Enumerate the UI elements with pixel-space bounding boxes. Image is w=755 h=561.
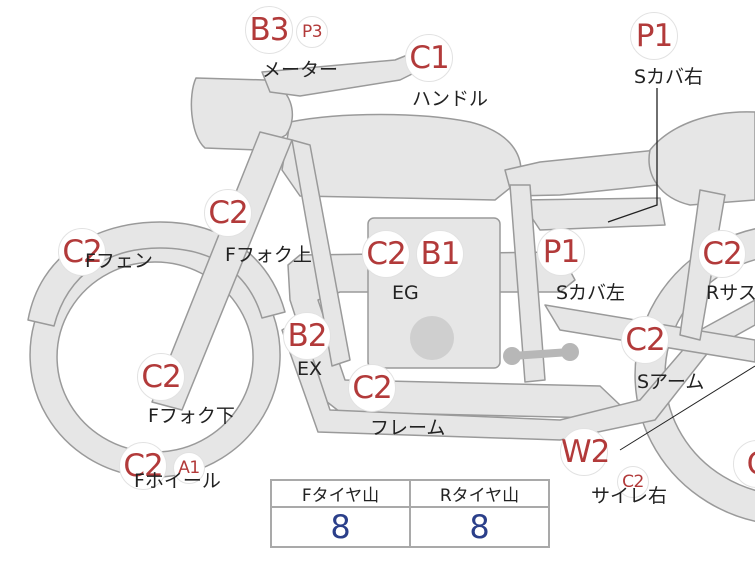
label-ex: EX	[297, 358, 323, 380]
badge-w2: W2	[560, 428, 610, 476]
badge-c2-frame: C2	[348, 364, 396, 412]
side-cover-left	[519, 197, 666, 231]
badge-p1-left: P1	[537, 228, 585, 276]
frame-downtube	[291, 139, 351, 367]
seat-rear	[648, 111, 755, 206]
badge-b3: B3	[245, 6, 293, 54]
badge-c1: C1	[405, 34, 453, 82]
front-tire-value: 8	[270, 506, 411, 548]
front-tire-header: Fタイヤ山	[270, 479, 411, 508]
badge-c2-eg: C2	[362, 230, 410, 278]
label-sarm: Sアーム	[637, 371, 705, 393]
label-ffork-lower: Fフォク下	[148, 405, 235, 427]
badge-c2-side: C2	[617, 466, 649, 498]
label-eg: EG	[392, 282, 419, 304]
badge-b1: B1	[416, 230, 464, 278]
label-meter: メーター	[262, 59, 339, 81]
badge-c2-rsus: C2	[698, 230, 746, 278]
badge-a1: A1	[173, 452, 205, 484]
label-ffork-upper: Fフォク上	[225, 244, 312, 266]
leader-line-scover-right	[607, 88, 658, 223]
label-handle: ハンドル	[412, 88, 489, 110]
kick-pedal	[508, 348, 574, 360]
leader-line-side-right	[619, 365, 755, 451]
label-side-right: サイレ右	[591, 485, 668, 507]
badge-c2-ffender: C2	[58, 228, 106, 276]
label-ffender: Fフェン	[85, 250, 153, 272]
label-fwheel: Fホイール	[134, 470, 221, 492]
frame-lower	[281, 299, 755, 441]
tire-tread-table: Fタイヤ山 Rタイヤ山 8 8	[270, 479, 550, 548]
engine-cover	[410, 316, 454, 360]
rear-tire-header: Rタイヤ山	[409, 479, 550, 508]
badge-p1-right: P1	[630, 12, 678, 60]
label-scover-right: Sカバ右	[634, 66, 704, 88]
front-fork	[151, 131, 293, 411]
badge-p3: P3	[296, 16, 328, 48]
label-rsus: Rサス	[706, 282, 755, 304]
badge-c2-fwheel: C2	[119, 442, 167, 490]
badge-c2-sarm: C2	[621, 316, 669, 364]
rear-tire-value: 8	[409, 506, 550, 548]
badge-c2-ffork-lower: C2	[137, 353, 185, 401]
label-frame: フレーム	[370, 417, 446, 439]
frame-rear	[509, 184, 546, 383]
badge-b2: B2	[283, 312, 331, 360]
label-scover-left: Sカバ左	[556, 282, 626, 304]
badge-c2-ffork-upper: C2	[204, 189, 252, 237]
